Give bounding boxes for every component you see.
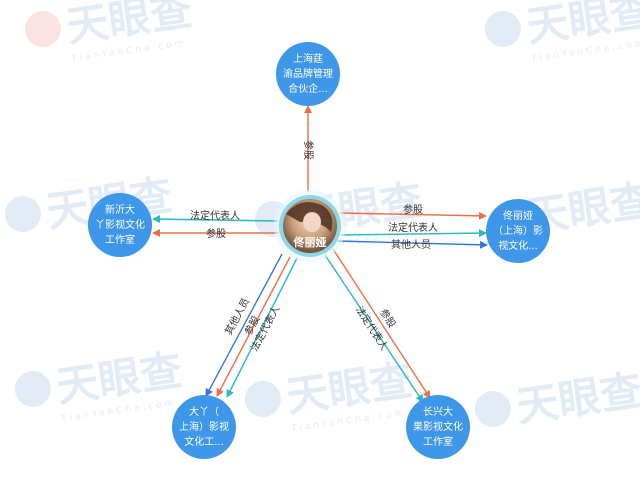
node-label-line: 上海莛 (293, 52, 323, 65)
company-node-top[interactable]: 上海莛 渝品牌管理 合伙企... (276, 42, 340, 106)
edge-label: 参股 (403, 203, 423, 216)
edge-line (216, 256, 291, 397)
node-label-line: 工作室 (423, 435, 453, 448)
edge-line (324, 254, 424, 403)
company-node-bottom-right[interactable]: 长兴大 果影视文化 工作室 (406, 395, 470, 459)
node-label-line: 新沂大 (105, 203, 135, 216)
edge-line (339, 211, 487, 220)
node-label-line: 果影视文化 (413, 420, 463, 433)
node-label-line: 工作室 (105, 233, 135, 246)
center-person-name: 佟丽娅 (293, 235, 327, 249)
edge-line (152, 215, 279, 224)
edge-label: 法定代表人 (190, 209, 240, 222)
company-node-left[interactable]: 新沂大 丫影视文化 工作室 (88, 193, 152, 257)
center-person-node[interactable]: 佟丽娅 (274, 190, 346, 262)
node-label-line: （上海）影 (493, 224, 543, 237)
edge-label: 参股 (377, 306, 399, 330)
edge-line (226, 257, 298, 398)
edge-line (340, 229, 487, 238)
edge-line (332, 248, 431, 399)
node-label-line: 长兴大 (423, 405, 453, 418)
node-label-line: 佟丽娅 (503, 209, 533, 222)
edge-line (337, 240, 488, 249)
edge-label: 参股 (302, 140, 315, 160)
node-label-line: 文化工... (184, 435, 224, 448)
edge-label: 其他人员 (391, 238, 431, 251)
node-label-line: 丫影视文化 (95, 218, 145, 231)
node-label-line: 合伙企... (288, 82, 328, 95)
node-label-line: 视文化... (498, 239, 538, 252)
company-node-bottom-left[interactable]: 大丫（ 上海）影视 文化工... (172, 395, 236, 459)
node-label-line: 大丫（ (189, 405, 219, 418)
watermark-brand: 天眼查 (513, 365, 640, 431)
node-label-line: 渝品牌管理 (283, 67, 333, 80)
edge-label: 法定代表人 (388, 221, 438, 234)
company-node-right[interactable]: 佟丽娅 （上海）影 视文化... (486, 199, 550, 263)
edge-label: 参股 (206, 227, 226, 240)
node-label-line: 上海）影视 (179, 420, 229, 433)
edge-line (205, 253, 283, 397)
